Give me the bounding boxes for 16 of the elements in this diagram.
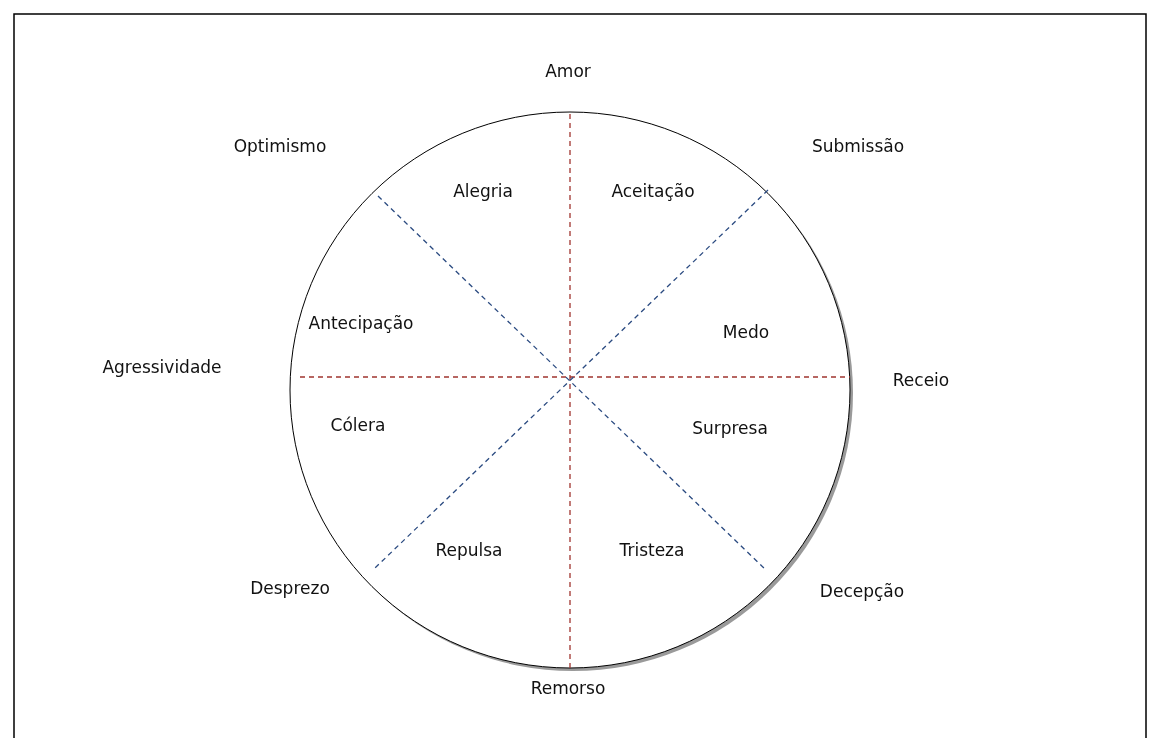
emotion-label: Antecipação [308, 313, 414, 333]
emotion-label: Amor [545, 61, 591, 81]
emotion-label: Aceitação [611, 181, 695, 201]
emotion-label: Decepção [819, 581, 905, 601]
emotion-label: Alegria [453, 181, 513, 201]
emotion-label: Desprezo [250, 578, 330, 598]
emotion-label: Repulsa [435, 540, 503, 560]
emotion-label: Cólera [330, 415, 386, 435]
emotion-label: Optimismo [233, 136, 327, 156]
emotion-label: Surpresa [692, 418, 768, 438]
emotion-label: Medo [722, 322, 770, 342]
emotion-label: Tristeza [619, 540, 685, 560]
emotion-label: Receio [892, 370, 950, 390]
emotion-label: Remorso [530, 678, 606, 698]
emotion-label: Agressividade [102, 357, 222, 377]
emotion-label: Submissão [811, 136, 905, 156]
